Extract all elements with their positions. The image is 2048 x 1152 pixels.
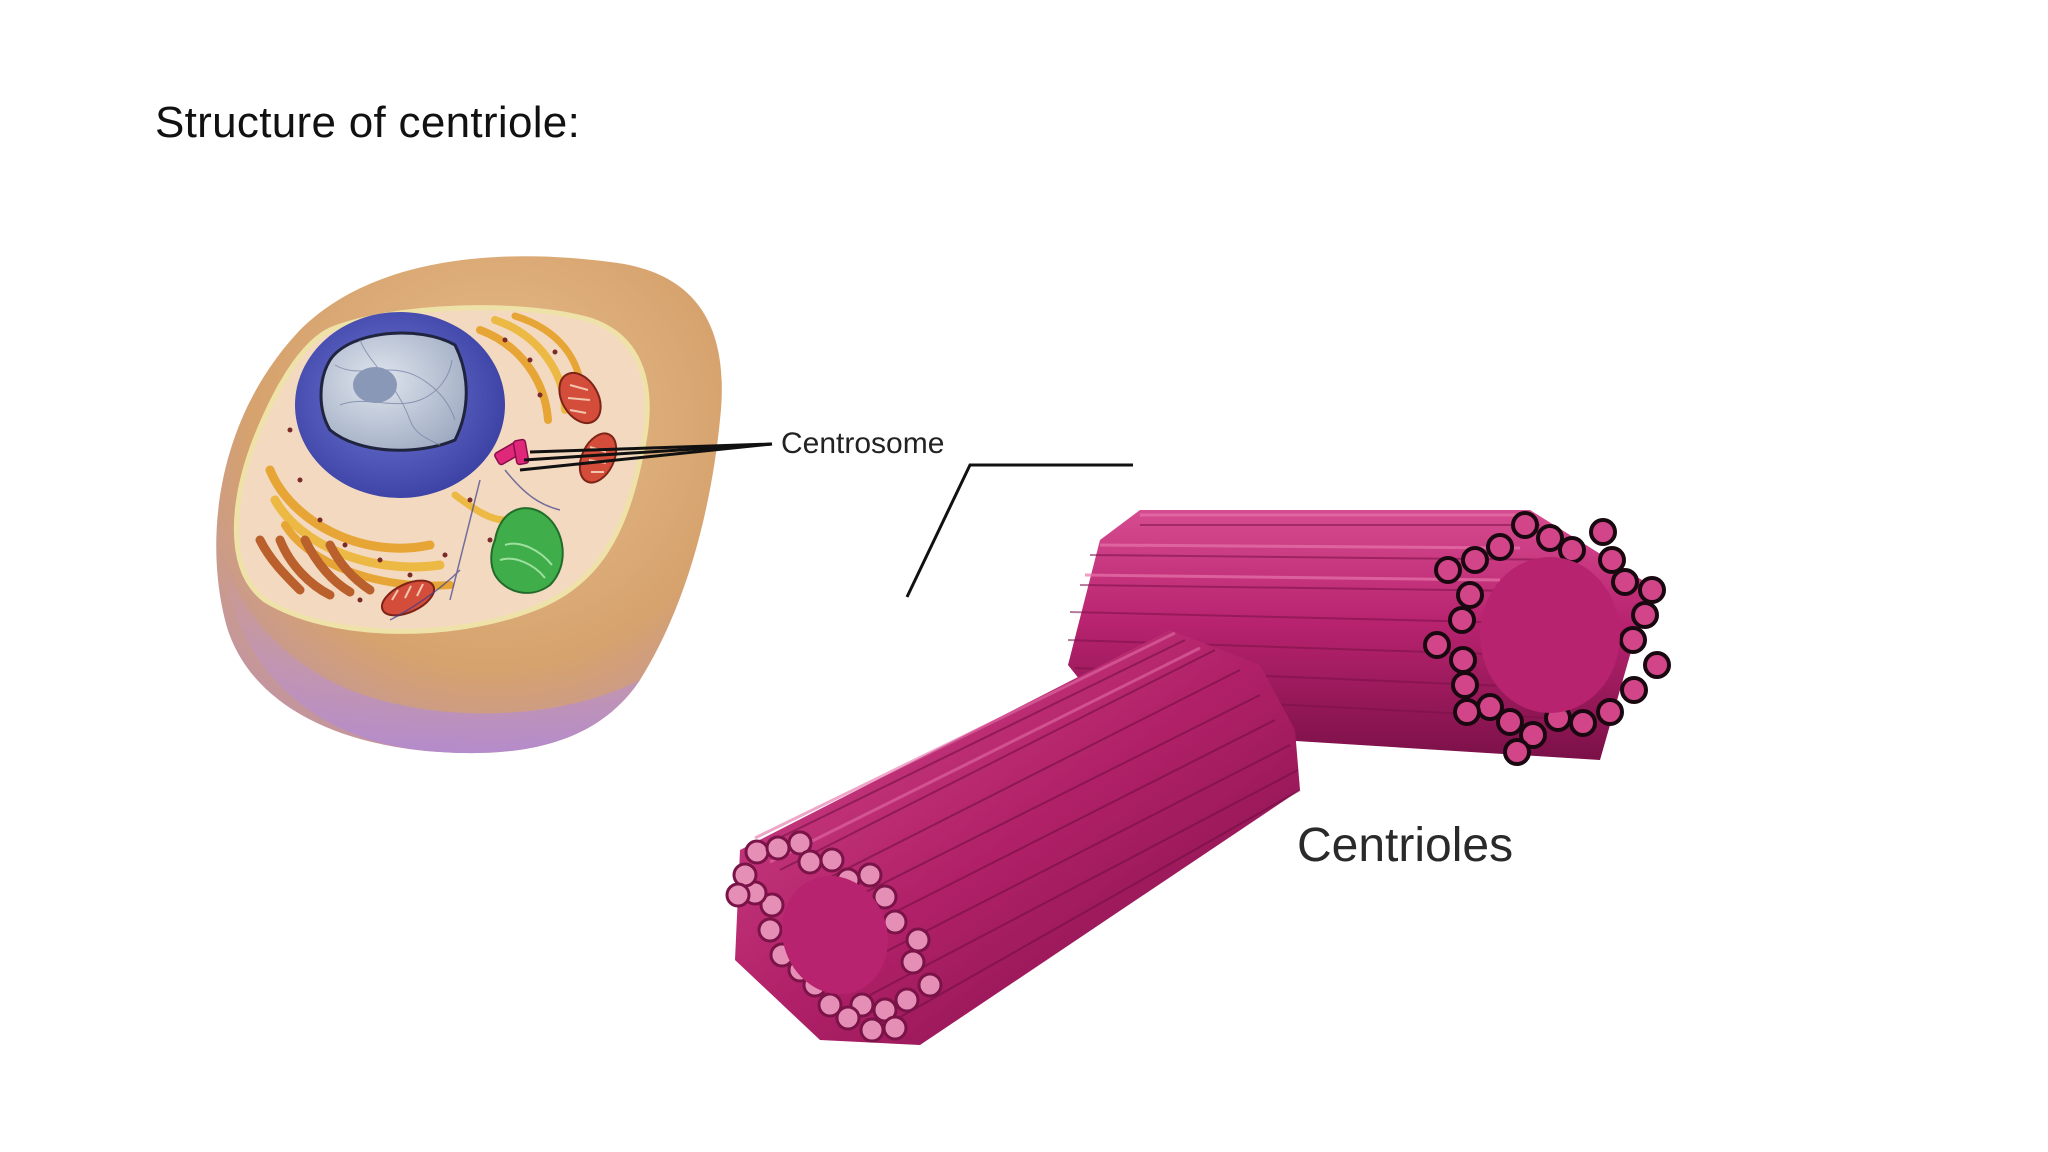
centrioles-label: Centrioles [1297, 819, 1514, 872]
slide-title: Structure of centriole: [155, 98, 581, 147]
centrioles-leader-line [905, 463, 1133, 598]
centriole-diagonal-lumen [782, 875, 888, 995]
mitochondrion-bottom [380, 579, 436, 617]
centriole-horizontal-highlights [1084, 513, 1521, 582]
centriole-diagonal-tubes [764, 639, 1301, 1021]
centriole-diagonal [725, 630, 1301, 1045]
nucleolus [353, 367, 397, 403]
cell-body-shadow [225, 560, 640, 754]
mitochondrion-top [558, 371, 602, 425]
centriole-horizontal-lumen [1480, 557, 1620, 713]
centrosome-in-cell [494, 438, 530, 466]
centrosome-label: Centrosome [781, 427, 945, 460]
centrosome-leader-lines [519, 442, 773, 472]
animal-cell-illustration [216, 256, 773, 754]
centriole-horizontal-end-ring [1423, 511, 1671, 766]
cytoskeleton [389, 469, 561, 621]
green-organelle [490, 507, 564, 594]
rough-er [255, 535, 375, 600]
centriole-diagonal-highlights [754, 631, 1201, 864]
chromatin [334, 339, 456, 446]
